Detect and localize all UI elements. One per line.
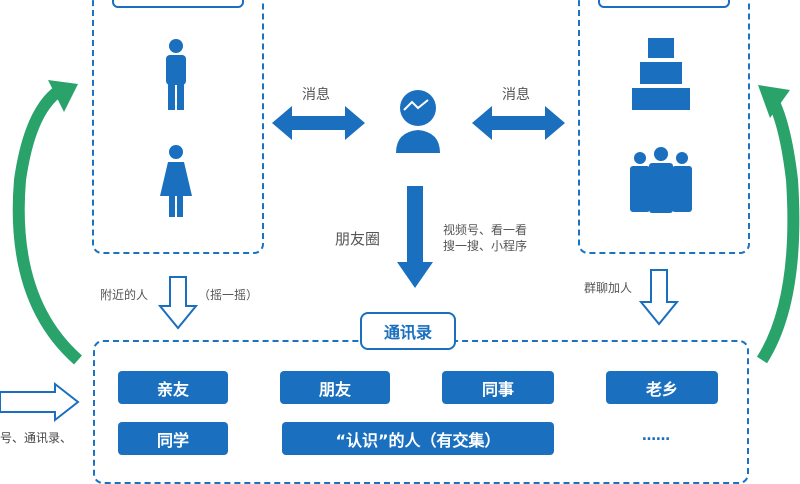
male-icon bbox=[166, 39, 186, 110]
group-hollow-arrow bbox=[638, 269, 680, 326]
group-icon bbox=[630, 147, 692, 213]
crowd-pyramid-icon bbox=[632, 38, 690, 110]
groups-header bbox=[598, 0, 730, 8]
channels-line: 搜一搜、小程序 bbox=[443, 239, 528, 253]
green-cycle-arrows bbox=[0, 38, 800, 423]
message-label-right: 消息 bbox=[502, 87, 530, 103]
category-more: …… bbox=[642, 428, 670, 444]
left-partial-label: 号、通讯录、 bbox=[0, 431, 73, 445]
category-colleagues: 同事 bbox=[442, 371, 554, 404]
category-classmates: 同学 bbox=[118, 422, 228, 455]
category-hometown: 老乡 bbox=[606, 371, 718, 404]
left-hollow-arrow bbox=[0, 381, 80, 423]
nearby-label: 附近的人 bbox=[100, 288, 149, 302]
user-icon bbox=[396, 90, 440, 153]
message-label-left: 消息 bbox=[302, 87, 330, 103]
group-add-label: 群聊加人 bbox=[584, 281, 633, 295]
category-acquaintances: “认识”的人（有交集） bbox=[282, 422, 554, 455]
moments-down-arrow bbox=[397, 186, 433, 288]
individuals-box bbox=[92, 0, 264, 254]
left-green-arrow bbox=[12, 85, 82, 365]
nearby-hollow-arrow bbox=[157, 276, 199, 330]
message-arrow-right bbox=[472, 106, 565, 140]
moments-label: 朋友圈 bbox=[335, 230, 381, 248]
contacts-box bbox=[93, 340, 749, 484]
category-relatives: 亲友 bbox=[118, 371, 228, 404]
channels-line: 视频号、看一看 bbox=[443, 223, 528, 237]
individuals-header bbox=[112, 0, 244, 8]
female-icon bbox=[160, 145, 192, 217]
category-friends: 朋友 bbox=[280, 371, 390, 404]
message-arrow-left bbox=[272, 106, 365, 140]
contacts-title: 通讯录 bbox=[360, 312, 456, 350]
groups-box bbox=[578, 0, 750, 254]
shake-label: （摇一摇） bbox=[198, 288, 259, 302]
right-green-arrow bbox=[756, 91, 800, 364]
channels-label: 视频号、看一看 搜一搜、小程序 bbox=[443, 222, 527, 254]
